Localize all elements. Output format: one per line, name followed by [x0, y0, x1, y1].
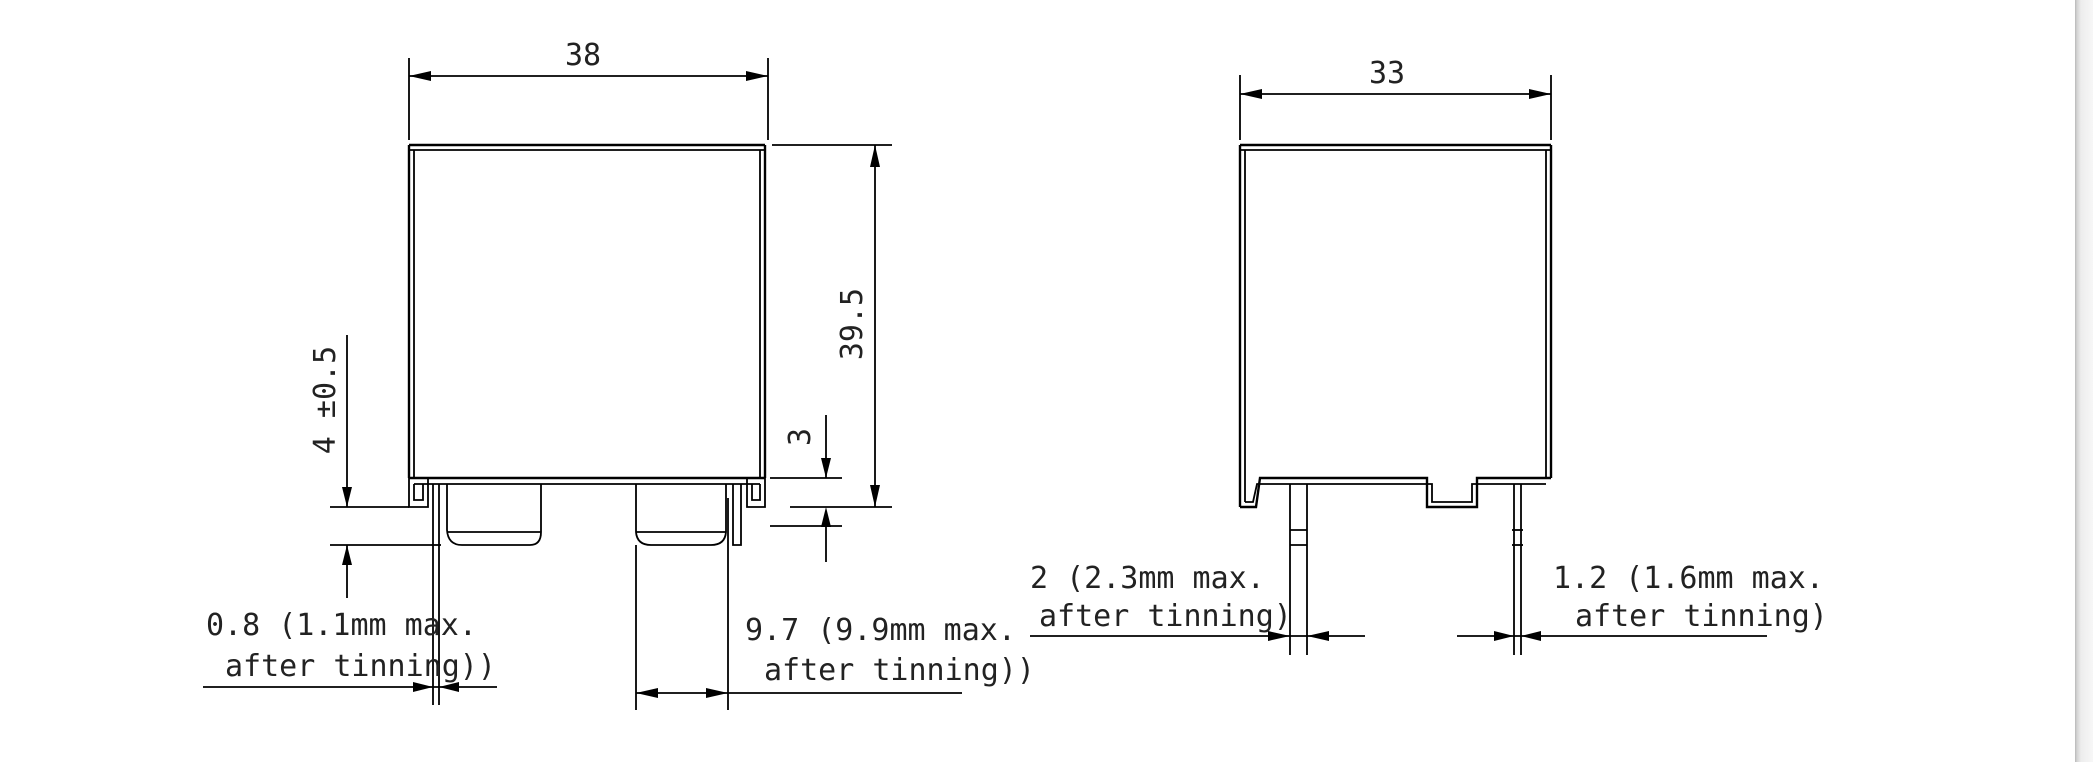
front-terminals [408, 478, 766, 705]
side-width-label: 33 [1369, 56, 1405, 91]
front-body [407, 143, 767, 485]
front-width-label: 38 [565, 38, 601, 73]
side-left-pin-dimension [1030, 631, 1365, 641]
front-standoff-label: 3 [783, 428, 818, 446]
front-height-label: 39.5 [835, 288, 870, 360]
front-width-dimension [408, 58, 769, 140]
front-pin-length-dimension [330, 335, 431, 598]
front-height-dimension [772, 144, 892, 508]
side-terminals [1289, 484, 1523, 655]
front-thin-pin-dimension [203, 682, 497, 692]
side-width-dimension [1239, 75, 1552, 140]
side-right-pin-label-1: 1.2 (1.6mm max. [1553, 561, 1824, 596]
front-wide-pin-label-1: 9.7 (9.9mm max. [745, 613, 1016, 648]
side-left-pin-label-1: 2 (2.3mm max. [1030, 561, 1265, 596]
front-wide-pin-dimension [635, 498, 962, 710]
front-standoff-dimension [770, 415, 842, 562]
front-wide-pin-label-2: after tinning)) [764, 653, 1035, 688]
side-right-pin-dimension [1457, 631, 1767, 641]
side-body [1238, 143, 1553, 509]
viewer-edge [2075, 0, 2093, 762]
side-right-pin-label-2: after tinning) [1575, 599, 1828, 634]
side-view: 33 2 (2.3mm max. after tinning) 1.2 (1.6… [1030, 56, 1828, 655]
front-pin-length-label: 4 ±0.5 [308, 346, 343, 454]
front-thin-pin-label-2: after tinning)) [225, 649, 496, 684]
front-thin-pin-label-1: 0.8 (1.1mm max. [206, 608, 477, 643]
side-left-pin-label-2: after tinning) [1039, 599, 1292, 634]
front-view: 38 39.5 3 4 ±0.5 [203, 38, 1035, 710]
